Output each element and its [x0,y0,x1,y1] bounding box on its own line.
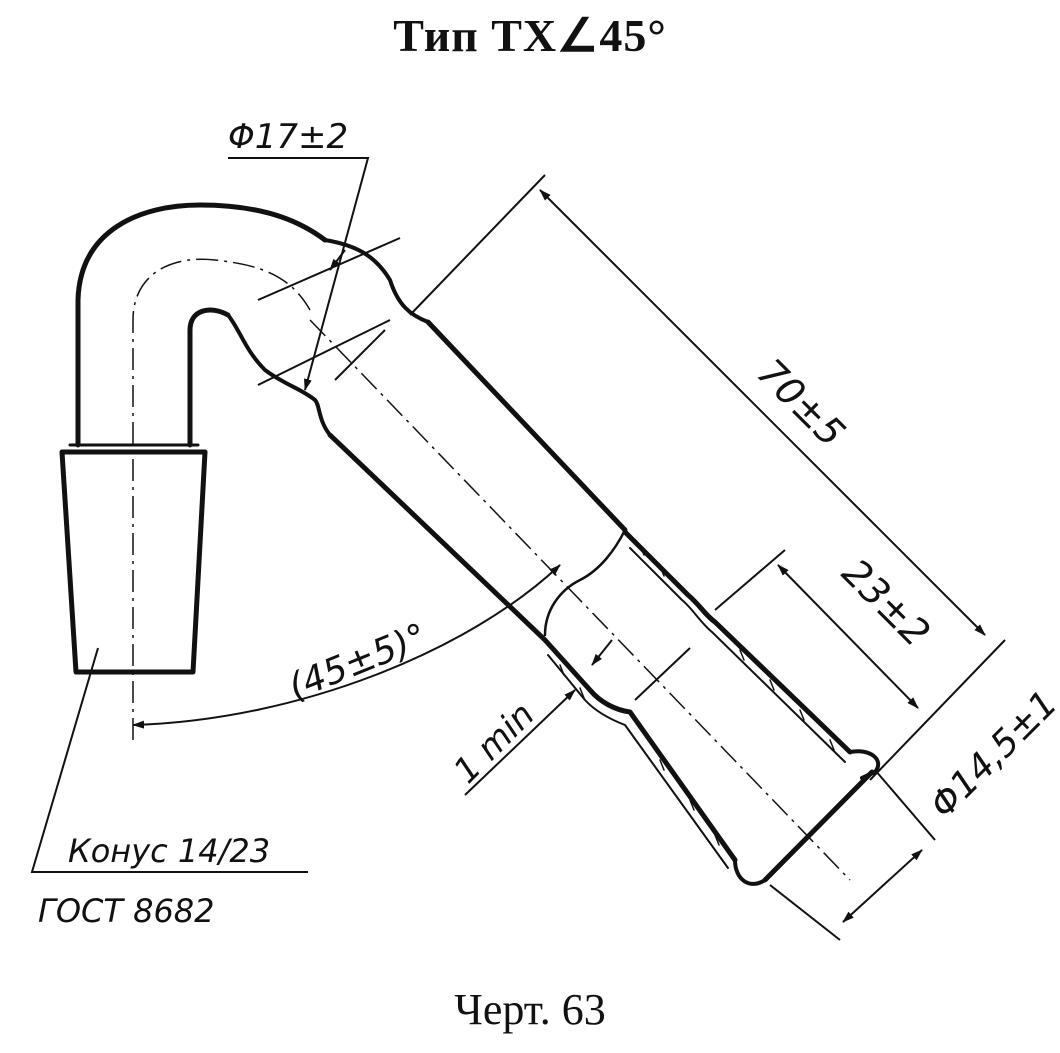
dimension-d17: Φ17±2 [228,117,348,157]
d17-leader [228,157,370,391]
dimension-angle: (45±5)° [283,616,433,708]
centerline-bend [132,258,311,740]
cone-standard: ГОСТ 8682 [38,892,215,930]
len23-dimension-line [777,564,919,709]
sleeve-lower-inner [547,654,729,869]
bulge-upper [323,238,430,324]
d17-extension-1 [257,237,401,301]
centerlines [132,258,851,881]
sleeve-upper-bead [848,749,881,780]
bend-outer-wall [75,202,328,448]
bend-inner-wall [187,307,231,448]
sleeve-lower-wall [542,637,738,863]
dimension-lines [30,157,1006,941]
tube-upper-wall [425,319,628,533]
sleeve-upper-inner [629,547,846,763]
d17-extension-2 [257,319,391,386]
figure-caption: Черт. 63 [454,985,606,1034]
neck-lower [313,398,332,437]
d17-arrow-top [329,249,346,271]
seal-curve [543,528,627,637]
cone-leader [30,647,308,873]
d145-extension [769,884,841,941]
centerline-tube [309,319,851,881]
bulge-lower [226,313,317,402]
tube-lower-wall [327,432,548,643]
d145-leader [874,769,936,841]
tube-cross-tick [334,329,846,846]
drawing-title: Тип ТХ∠45° [393,10,667,61]
sleeve-lower-bead [733,858,767,886]
d145-dimension-line [842,849,923,923]
dimension-wall-1min: 1 min [446,695,543,792]
cone-label: Конус 14/23 [68,832,270,870]
dimension-length-70: 70±5 [749,350,854,455]
angle-arc [132,564,561,729]
len23-extension [714,549,786,611]
sleeve-upper-wall [622,529,853,755]
len70-extension-top [409,174,546,316]
dimension-sleeve-23: 23±2 [834,550,939,655]
len70-extension-bottom [869,639,1006,781]
wall-dimension-arrow [591,639,613,666]
len70-dimension-line [539,189,986,636]
